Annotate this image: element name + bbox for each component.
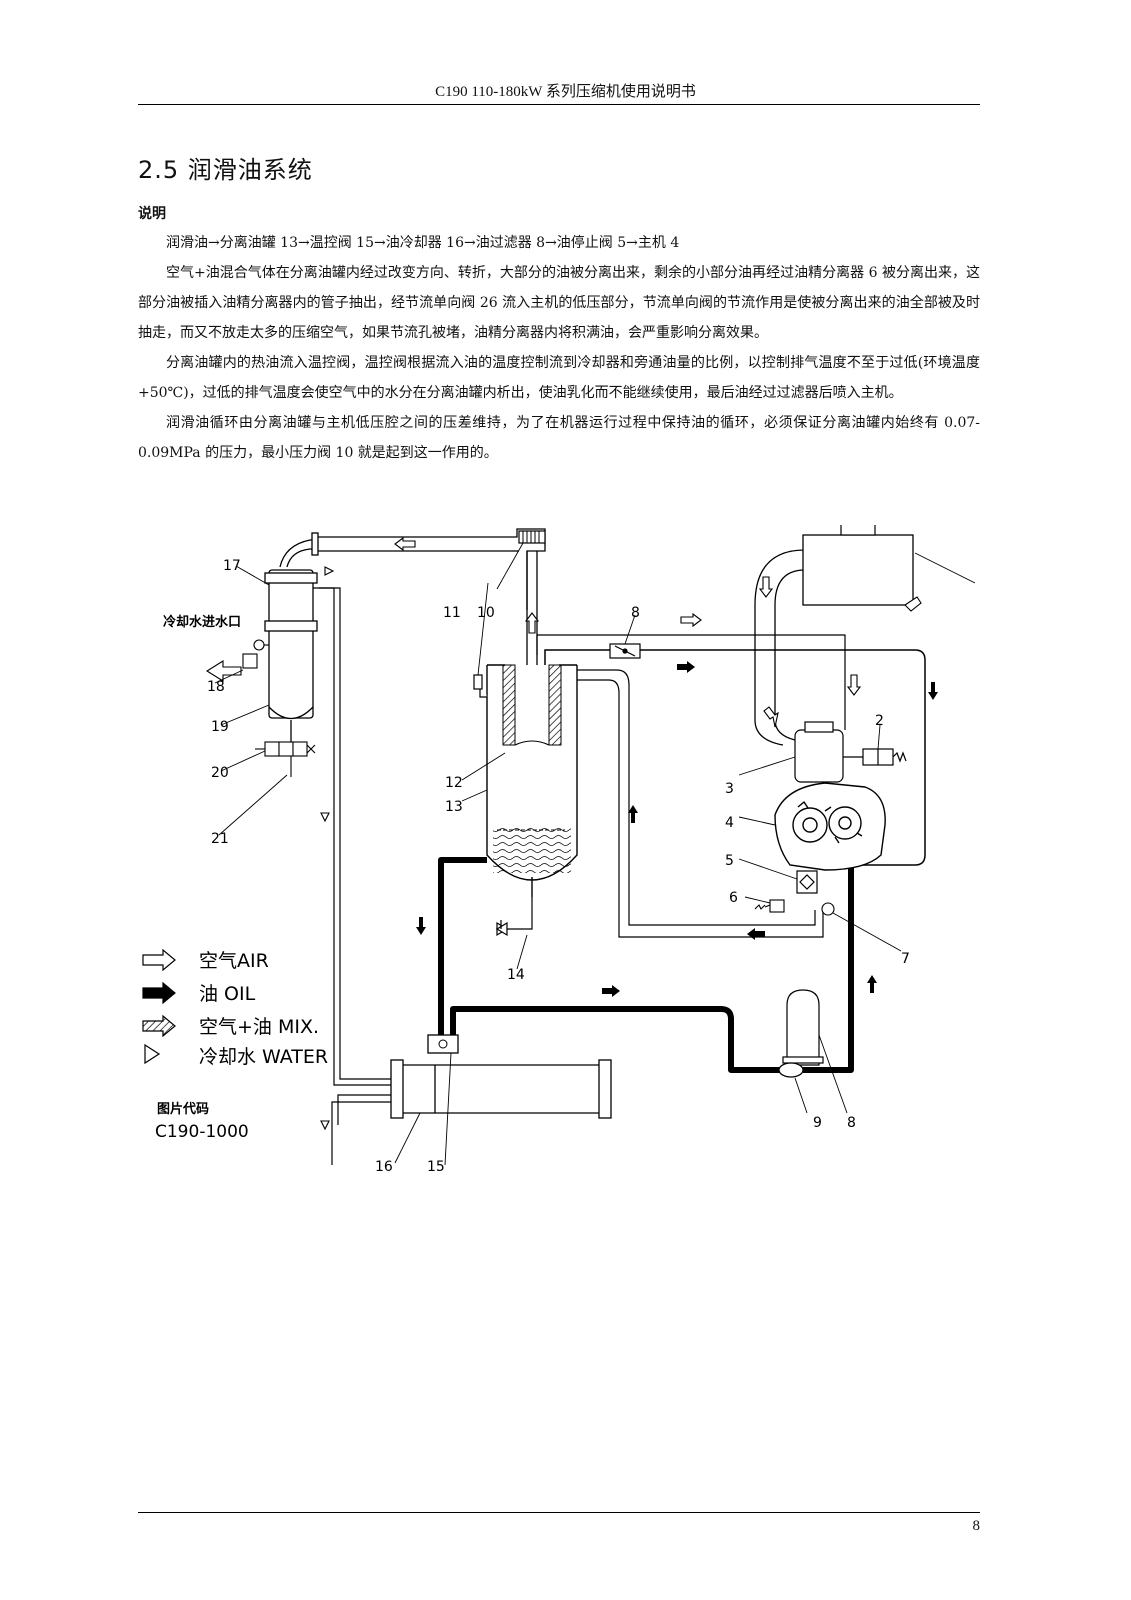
- footer-divider: [138, 1512, 980, 1513]
- triangle-icon: [144, 1043, 161, 1065]
- callout-20: 20: [211, 765, 229, 781]
- air-arrow-right: [680, 612, 702, 628]
- callout-8-top: 8: [631, 605, 640, 621]
- air-arrow-diagonal: [763, 706, 779, 728]
- water-outlet-arrow: [205, 660, 242, 682]
- callout-leaders: [214, 542, 975, 1166]
- paragraph-pressure-difference: 润滑油循环由分离油罐与主机低压腔之间的压差维持，为了在机器运行过程中保持油的循环…: [138, 415, 980, 461]
- air-discharge-pipe: [311, 528, 546, 665]
- solid-arrows: [416, 661, 938, 997]
- callout-17: 17: [223, 558, 241, 574]
- paragraph-thermostatic-valve: 分离油罐内的热油流入温控阀，温控阀根据流入油的温度控制流到冷却器和旁通油量的比例…: [138, 355, 980, 401]
- temperature-sensor-7: [821, 902, 835, 916]
- air-arrow-left: [394, 536, 416, 552]
- legend-mix-label: 空气+油 MIX.: [199, 1016, 319, 1038]
- oil-arrow-down-2: [416, 917, 426, 935]
- callout-6: 6: [729, 890, 738, 906]
- paragraph-oil-separation: 空气+油混合气体在分离油罐内经过改变方向、转折，大部分的油被分离出来，剩余的小部…: [138, 265, 980, 341]
- oil-scavenge-line: [536, 634, 846, 938]
- paragraph-flow-sequence: 润滑油→分离油罐 13→温控阀 15→油冷却器 16→油过滤器 8→油停止阀 5…: [166, 235, 680, 251]
- callout-14: 14: [507, 967, 525, 983]
- page-number: 8: [972, 1518, 981, 1534]
- water-triangles: [320, 566, 335, 1131]
- safety-valve-11: [473, 674, 487, 698]
- callout-21: 21: [211, 831, 229, 847]
- air-filter-1: [802, 534, 914, 606]
- aftercooler-17: [264, 539, 318, 747]
- callout-8-bottom: 8: [847, 1115, 856, 1131]
- callout-11: 11: [443, 605, 461, 621]
- callout-10: 10: [477, 605, 495, 621]
- lubrication-system-diagram: 17 11 10 8 1 2 3 4 5 6 7 9 8 15 16 12 13…: [142, 525, 975, 1175]
- hollow-arrow-icon: [142, 948, 176, 972]
- legend-water-label: 冷却水 WATER: [199, 1046, 328, 1068]
- callout-15: 15: [427, 1159, 445, 1175]
- section-title: 2.5 润滑油系统: [138, 156, 313, 184]
- air-arrow-down-1: [758, 576, 774, 598]
- oil-arrow-right-1: [677, 661, 695, 673]
- callout-7: 7: [901, 951, 910, 967]
- callout-12: 12: [445, 775, 463, 791]
- valve-spring-icon: [522, 531, 540, 543]
- air-arrow-up: [524, 612, 540, 634]
- cooling-water-pipes: [313, 587, 393, 1165]
- air-intake-pipe: [754, 549, 806, 746]
- drain-valve-14: [495, 897, 533, 937]
- cooling-water-inlet-label: 冷却水进水口: [163, 614, 241, 630]
- check-valve-6: [754, 899, 785, 913]
- figure-code-label: 图片代码: [157, 1101, 209, 1117]
- hatched-arrow-icon: [142, 1014, 176, 1038]
- callout-16: 16: [375, 1159, 393, 1175]
- oil-filter-8-top: [609, 643, 641, 659]
- air-arrow-down-2: [846, 674, 862, 696]
- oil-arrow-right-2: [602, 985, 620, 997]
- callout-5: 5: [725, 853, 734, 869]
- separator-element-12-left: [502, 664, 516, 746]
- sub-heading: 说明: [138, 206, 166, 222]
- separator-element-12-right: [548, 664, 562, 746]
- callout-3: 3: [725, 781, 734, 797]
- oil-arrow-down-1: [928, 682, 938, 700]
- oil-cooler-16: [390, 1059, 612, 1119]
- oil-circuit-thick: [438, 857, 854, 1073]
- intake-valve-3: [794, 721, 863, 783]
- oil-separator-tank-13: [486, 664, 578, 897]
- legend-air-label: 空气AIR: [199, 950, 269, 972]
- oil-arrow-up-1: [628, 805, 638, 823]
- oil-pump-9: [778, 1062, 804, 1078]
- solid-arrow-icon: [142, 981, 176, 1005]
- callout-19: 19: [211, 719, 229, 735]
- oil-level-waves: [493, 825, 571, 873]
- callout-18: 18: [207, 679, 225, 695]
- oil-arrow-left-1: [747, 928, 765, 940]
- main-compressor-4: [774, 782, 886, 871]
- callout-2: 2: [875, 713, 884, 729]
- callout-13: 13: [445, 799, 463, 815]
- solenoid-valve-2: [862, 748, 907, 766]
- water-drain-assembly: [242, 639, 316, 777]
- oil-injection-loop: [544, 649, 926, 866]
- oil-arrow-up-2: [867, 975, 877, 993]
- hollow-arrows: [205, 536, 862, 728]
- callout-9: 9: [813, 1115, 822, 1131]
- legend: 空气AIR 油 OIL 空气+油 MIX. 冷却水 WATER: [142, 948, 328, 1068]
- callout-4: 4: [725, 815, 734, 831]
- figure-code: C190-1000: [155, 1122, 249, 1142]
- body-text: 润滑油→分离油罐 13→温控阀 15→油冷却器 16→油过滤器 8→油停止阀 5…: [138, 228, 980, 468]
- oil-stop-valve-5: [796, 870, 818, 894]
- header-divider: [138, 104, 980, 105]
- legend-oil-label: 油 OIL: [199, 983, 256, 1005]
- document-header-title: C190 110-180kW 系列压缩机使用说明书: [435, 84, 696, 100]
- oil-filter-8: [782, 989, 824, 1066]
